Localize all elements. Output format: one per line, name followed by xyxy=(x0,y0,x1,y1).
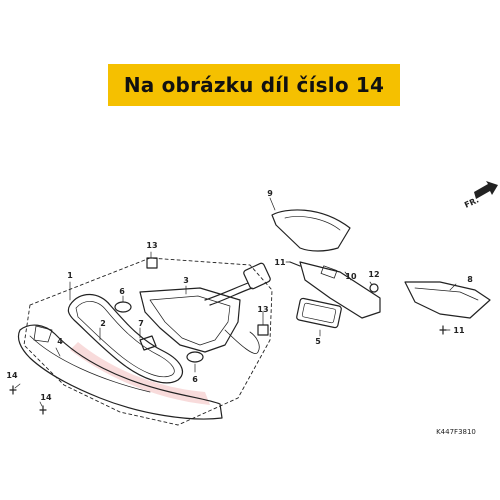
callout-11-lower: 11 xyxy=(453,326,465,335)
callout-11-upper: 11 xyxy=(274,258,286,267)
part-5-reflector xyxy=(296,297,342,329)
part-8-side-cover xyxy=(404,281,491,319)
watermark-shape xyxy=(70,342,210,405)
callout-1: 1 xyxy=(67,271,73,280)
part-7-socket xyxy=(139,335,157,351)
part-11-screw-upper xyxy=(289,261,301,267)
callout-13-upper: 13 xyxy=(146,241,157,250)
callout-13-lower: 13 xyxy=(257,305,268,314)
part-11-screw-lower xyxy=(439,325,447,335)
callout-10: 10 xyxy=(345,272,357,281)
part-4-lower-cover xyxy=(17,324,223,420)
part-number-banner: Na obrázku díl číslo 14 xyxy=(108,64,400,106)
callout-5: 5 xyxy=(315,337,321,346)
part-13-clip-upper xyxy=(146,257,158,269)
callout-12: 12 xyxy=(368,270,379,279)
callout-6-lower: 6 xyxy=(192,375,198,384)
direction-arrow-icon xyxy=(474,181,498,199)
callout-4: 4 xyxy=(57,337,63,346)
callout-14-bottom: 14 xyxy=(40,393,52,402)
part-14-screw-left xyxy=(9,385,17,395)
part-6-bulb-lower xyxy=(186,351,204,363)
part-9-upper-cover xyxy=(271,209,351,252)
wire-harness xyxy=(204,282,249,301)
callout-14-left: 14 xyxy=(6,371,18,380)
part-13-clip-lower xyxy=(257,324,269,336)
part-6-bulb-upper xyxy=(114,301,132,313)
part-2-light-guide xyxy=(67,293,183,384)
assembly-dashed-outline xyxy=(23,257,273,426)
part-10-bracket xyxy=(299,261,381,319)
diagram-code: K447F3810 xyxy=(436,428,476,436)
part-14-screw-bottom xyxy=(39,405,47,415)
callout-3: 3 xyxy=(183,276,189,285)
front-direction-indicator: FR. xyxy=(463,181,498,210)
callout-8: 8 xyxy=(467,275,473,284)
callout-7: 7 xyxy=(138,319,144,328)
callout-2: 2 xyxy=(100,319,106,328)
callout-9: 9 xyxy=(267,189,273,198)
part-12-grommet xyxy=(369,283,379,293)
leader-lines xyxy=(14,197,457,407)
callout-6-upper: 6 xyxy=(119,287,125,296)
harness-connector xyxy=(243,262,271,290)
banner-text: Na obrázku díl číslo 14 xyxy=(123,73,385,97)
